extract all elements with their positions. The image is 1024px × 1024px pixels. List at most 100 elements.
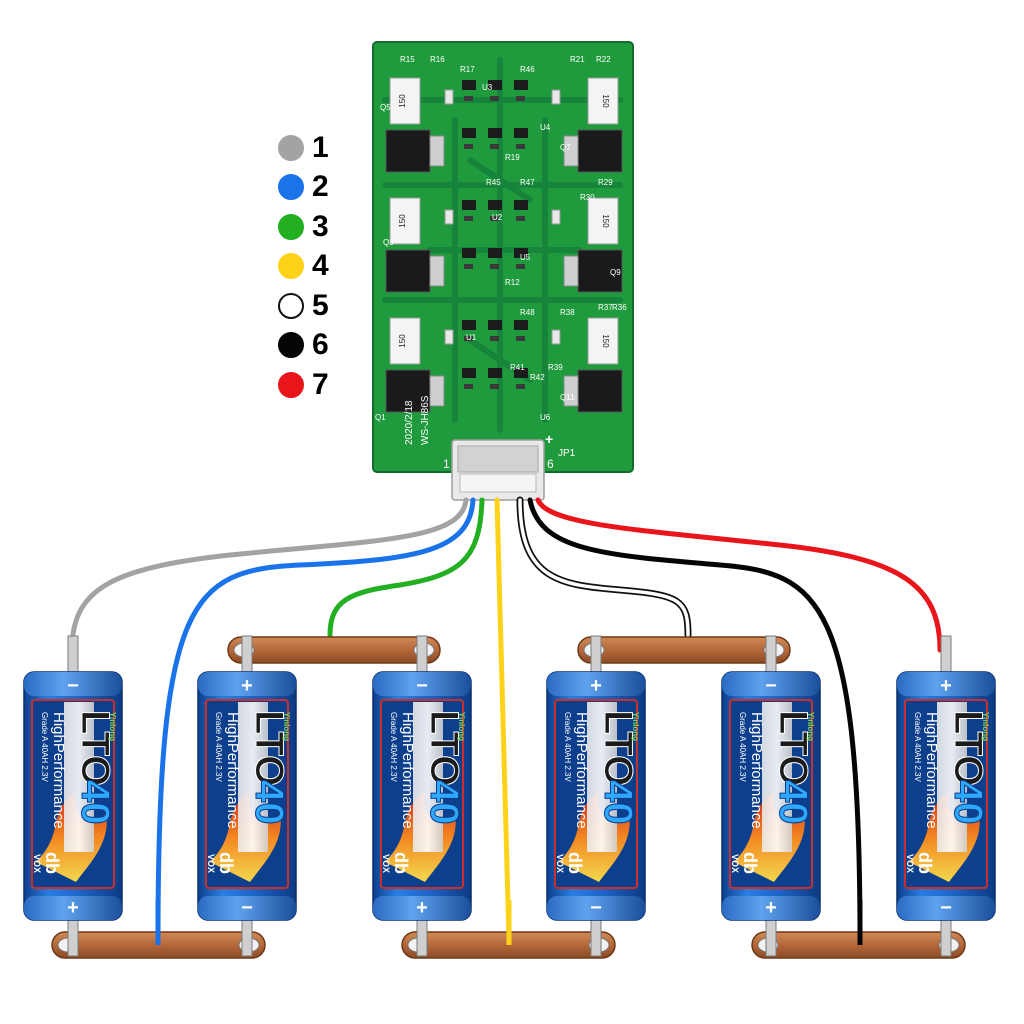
smd-ic xyxy=(462,368,476,378)
cell-logo: db xyxy=(216,852,236,874)
cell-subtitle: HighPerformance xyxy=(573,712,590,829)
terminal-stud-bottom xyxy=(765,915,777,957)
legend-item-7: 7 xyxy=(278,365,358,405)
terminal-sign-bottom: − xyxy=(590,897,602,919)
smd-resistor xyxy=(464,264,473,269)
wire-5-outline xyxy=(516,496,692,639)
cell-top-cap xyxy=(198,672,296,696)
cell-logo: db xyxy=(740,852,760,874)
cell-bottom-cap xyxy=(24,896,122,920)
cell-grade: Grade A 40AH 2.3V xyxy=(214,712,223,782)
silkscreen-label: U2 xyxy=(492,213,503,222)
cell-brand: LTO xyxy=(247,710,291,786)
mosfet-tab xyxy=(429,375,445,407)
silkscreen-label: R36 xyxy=(612,303,627,312)
cell-logo: db xyxy=(391,852,411,874)
smd-ic xyxy=(514,200,528,210)
terminal-stud-top xyxy=(67,635,79,677)
smd-resistor xyxy=(464,96,473,101)
legend-item-5: 5 xyxy=(278,286,358,326)
terminal-sign-top: − xyxy=(67,675,79,697)
smd-ic xyxy=(514,248,528,258)
silkscreen-label: R22 xyxy=(596,55,611,64)
smd-ic xyxy=(488,80,502,90)
cell-grade: Grade A 40AH 2.3V xyxy=(738,712,747,782)
legend-item-4: 4 xyxy=(278,247,358,287)
smd-ic xyxy=(514,368,528,378)
jst-connector[interactable] xyxy=(451,439,545,501)
smd-resistor xyxy=(464,336,473,341)
busbar-top-1 xyxy=(227,636,441,664)
terminal-sign-bottom: + xyxy=(765,897,777,919)
cell-logo-sub: VOX xyxy=(32,854,42,873)
terminal-stud-top xyxy=(765,635,777,677)
legend-number: 1 xyxy=(312,130,329,164)
pcb-trace xyxy=(467,157,533,203)
wire-7 xyxy=(535,497,943,653)
cell-grade: Grade A 40AH 2.3V xyxy=(913,712,922,782)
legend-color-dot xyxy=(278,371,304,398)
legend-number: 3 xyxy=(312,209,329,243)
cell-label-stripe xyxy=(937,702,967,852)
cell-capacity: 40 xyxy=(596,780,640,825)
connector-label: JP1 xyxy=(558,448,576,459)
cell-top-cap xyxy=(24,672,122,696)
legend-number: 7 xyxy=(312,367,329,401)
terminal-sign-bottom: − xyxy=(241,897,253,919)
smd-resistor xyxy=(516,96,525,101)
cell-grade: Grade A 40AH 2.3V xyxy=(563,712,572,782)
cell-subtitle: HighPerformance xyxy=(399,712,416,829)
silkscreen-label: R19 xyxy=(505,153,520,162)
legend-color-dot xyxy=(278,174,304,201)
terminal-sign-bottom: + xyxy=(67,897,79,919)
terminal-sign-top: − xyxy=(765,675,777,697)
cell-maker: Yinlong xyxy=(108,712,117,741)
mosfet xyxy=(385,249,431,293)
silkscreen-label: R47 xyxy=(520,178,535,187)
smd-resistor xyxy=(490,216,499,221)
smd-resistor xyxy=(516,264,525,269)
terminal-sign-top: + xyxy=(940,675,952,697)
mosfet xyxy=(577,129,623,173)
cell-bottom-cap xyxy=(547,896,645,920)
smd-ic xyxy=(462,248,476,258)
legend-number: 6 xyxy=(312,328,329,362)
cell-subtitle: HighPerformance xyxy=(923,712,940,829)
terminal-stud-bottom xyxy=(67,915,79,957)
cell-label-stripe xyxy=(413,702,443,852)
silkscreen-label: R12 xyxy=(505,278,520,287)
smd-resistor xyxy=(464,384,473,389)
smd-ic xyxy=(488,320,502,330)
silkscreen-label: R37 xyxy=(598,303,613,312)
cell-brand: LTO xyxy=(946,710,990,786)
smd-resistor xyxy=(516,216,525,221)
wire-6 xyxy=(527,497,863,943)
silkscreen-label: Q5 xyxy=(380,103,391,112)
mosfet-tab xyxy=(563,255,579,287)
cell-label-stripe xyxy=(587,702,617,852)
cell-capacity: 40 xyxy=(73,780,117,825)
cell-grade: Grade A 40AH 2.3V xyxy=(389,712,398,782)
terminal-sign-top: − xyxy=(416,675,428,697)
terminal-stud-top xyxy=(416,635,428,677)
smd-resistor xyxy=(490,96,499,101)
silkscreen-label: R30 xyxy=(580,193,595,202)
smd-ic xyxy=(488,368,502,378)
smd-ic xyxy=(462,128,476,138)
mosfet-tab xyxy=(429,135,445,167)
wire-terminations xyxy=(155,900,863,945)
smd-resistor xyxy=(490,336,499,341)
legend-color-dot xyxy=(278,253,304,280)
cell-bottom-cap xyxy=(897,896,995,920)
cell-capacity: 40 xyxy=(771,780,815,825)
smd-ic xyxy=(462,80,476,90)
cell-capacity: 40 xyxy=(946,780,990,825)
smd-ic xyxy=(488,200,502,210)
legend-number: 4 xyxy=(312,249,329,283)
cell-logo: db xyxy=(565,852,585,874)
power-resistor xyxy=(587,197,619,245)
mosfet xyxy=(577,249,623,293)
